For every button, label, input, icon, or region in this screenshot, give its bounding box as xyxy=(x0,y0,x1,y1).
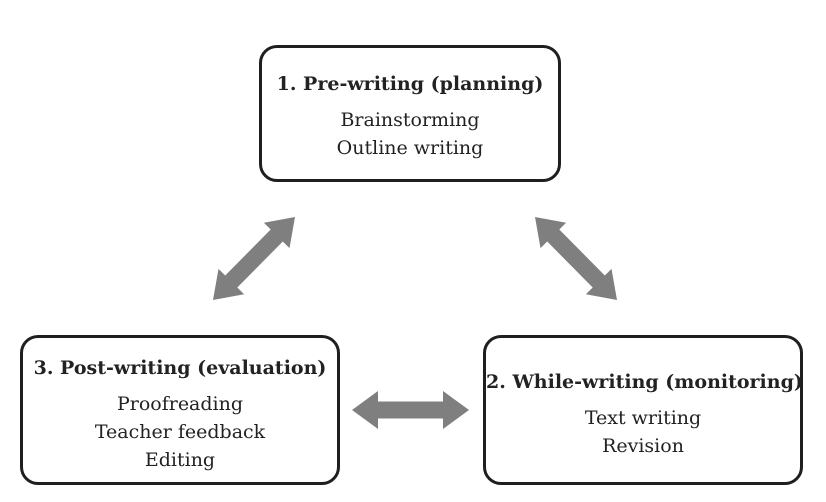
stage-box-pre-writing: 1. Pre-writing (planning) Brainstorming … xyxy=(259,45,561,182)
stage-title: 2. While-writing (monitoring) xyxy=(486,371,803,393)
stage-item: Outline writing xyxy=(336,137,484,159)
stage-item: Editing xyxy=(144,449,216,471)
stage-item: Brainstorming xyxy=(340,109,480,131)
arrow-pre-while xyxy=(535,217,617,300)
arrow-pre-post xyxy=(213,217,295,300)
stage-title: 1. Pre-writing (planning) xyxy=(276,73,544,95)
stage-box-post-writing: 3. Post-writing (evaluation) Proofreadin… xyxy=(20,335,340,485)
stage-box-while-writing: 2. While-writing (monitoring) Text writi… xyxy=(483,335,803,485)
stage-items: Proofreading Teacher feedback Editing xyxy=(23,390,337,474)
arrow-post-while xyxy=(352,391,469,429)
stage-item: Revision xyxy=(602,435,684,457)
stage-item: Text writing xyxy=(584,407,702,429)
stage-title: 3. Post-writing (evaluation) xyxy=(33,357,327,379)
stage-item: Proofreading xyxy=(116,393,244,415)
stage-item: Teacher feedback xyxy=(94,421,266,443)
stage-items: Text writing Revision xyxy=(486,404,800,460)
stage-items: Brainstorming Outline writing xyxy=(262,106,558,162)
